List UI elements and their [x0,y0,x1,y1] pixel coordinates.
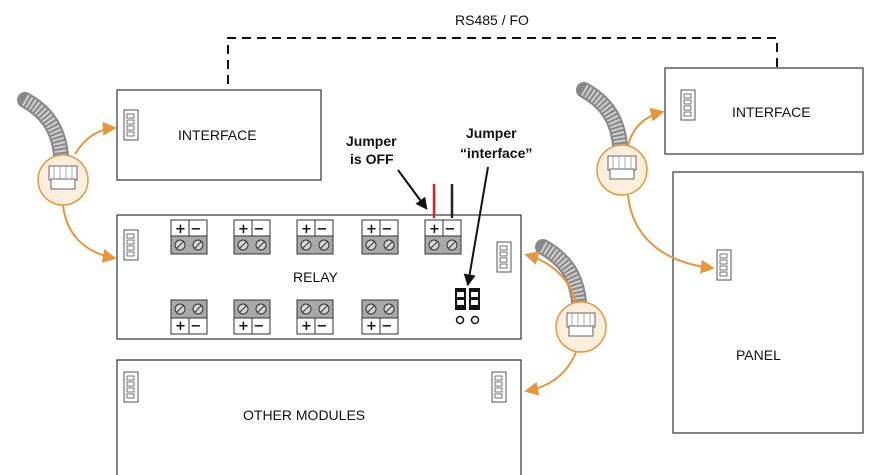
rs485-link [227,37,778,99]
terminal-sign: + − [238,222,264,237]
note-jumper-off-line2: is OFF [350,151,394,167]
arrow-to-panel [627,194,715,274]
interface-left-label: INTERFACE [178,127,257,143]
terminal-sign: + − [366,222,392,237]
relay-left-connector-icon [123,229,139,261]
interface-left-module: INTERFACE [116,89,322,181]
panel-connector-icon [716,249,732,281]
relay-right-connector-icon [496,241,512,273]
terminal-sign: + − [238,319,264,334]
arrow-to-interface-right [627,107,665,147]
panel-module: PANEL [672,171,864,434]
note-jumper-interface-line2: “interface” [460,145,532,161]
relay-module: RELAY + − + − + − + − + − + − + − + − + … [116,184,522,340]
interface-left-connector-icon [123,109,139,141]
panel-label: PANEL [736,347,781,363]
terminal-sign: + − [175,222,201,237]
terminal-sign: + − [301,319,327,334]
note-jumper-interface: Jumper “interface” [460,125,532,287]
arrow-to-relay [62,204,117,263]
interface-right-connector-icon [680,89,696,121]
link-label: RS485 / FO [455,12,529,28]
interface-right-module: INTERFACE [664,67,864,155]
arrow-to-interface-left [74,121,117,155]
interface-right-label: INTERFACE [732,104,811,120]
terminal-sign: + − [366,319,392,334]
note-jumper-off-line1: Jumper [346,133,397,149]
other-modules-box: OTHER MODULES [116,359,522,475]
other-modules-label: OTHER MODULES [243,407,365,423]
relay-label: RELAY [293,269,339,285]
arrow-to-other-modules [524,351,577,396]
terminal-sign: + − [429,222,455,237]
jumper-interface-pins [455,288,480,325]
note-jumper-interface-line1: Jumper [466,125,517,141]
other-modules-left-connector-icon [123,371,139,403]
arrow-to-relay-right [524,251,577,303]
terminal-sign: + − [175,319,201,334]
upper-right-cable-connector-icon [584,90,647,195]
note-jumper-off: Jumper is OFF [346,133,428,210]
terminal-sign: + − [301,222,327,237]
left-cable-connector-icon [25,100,88,205]
other-modules-right-connector-icon [491,371,507,403]
